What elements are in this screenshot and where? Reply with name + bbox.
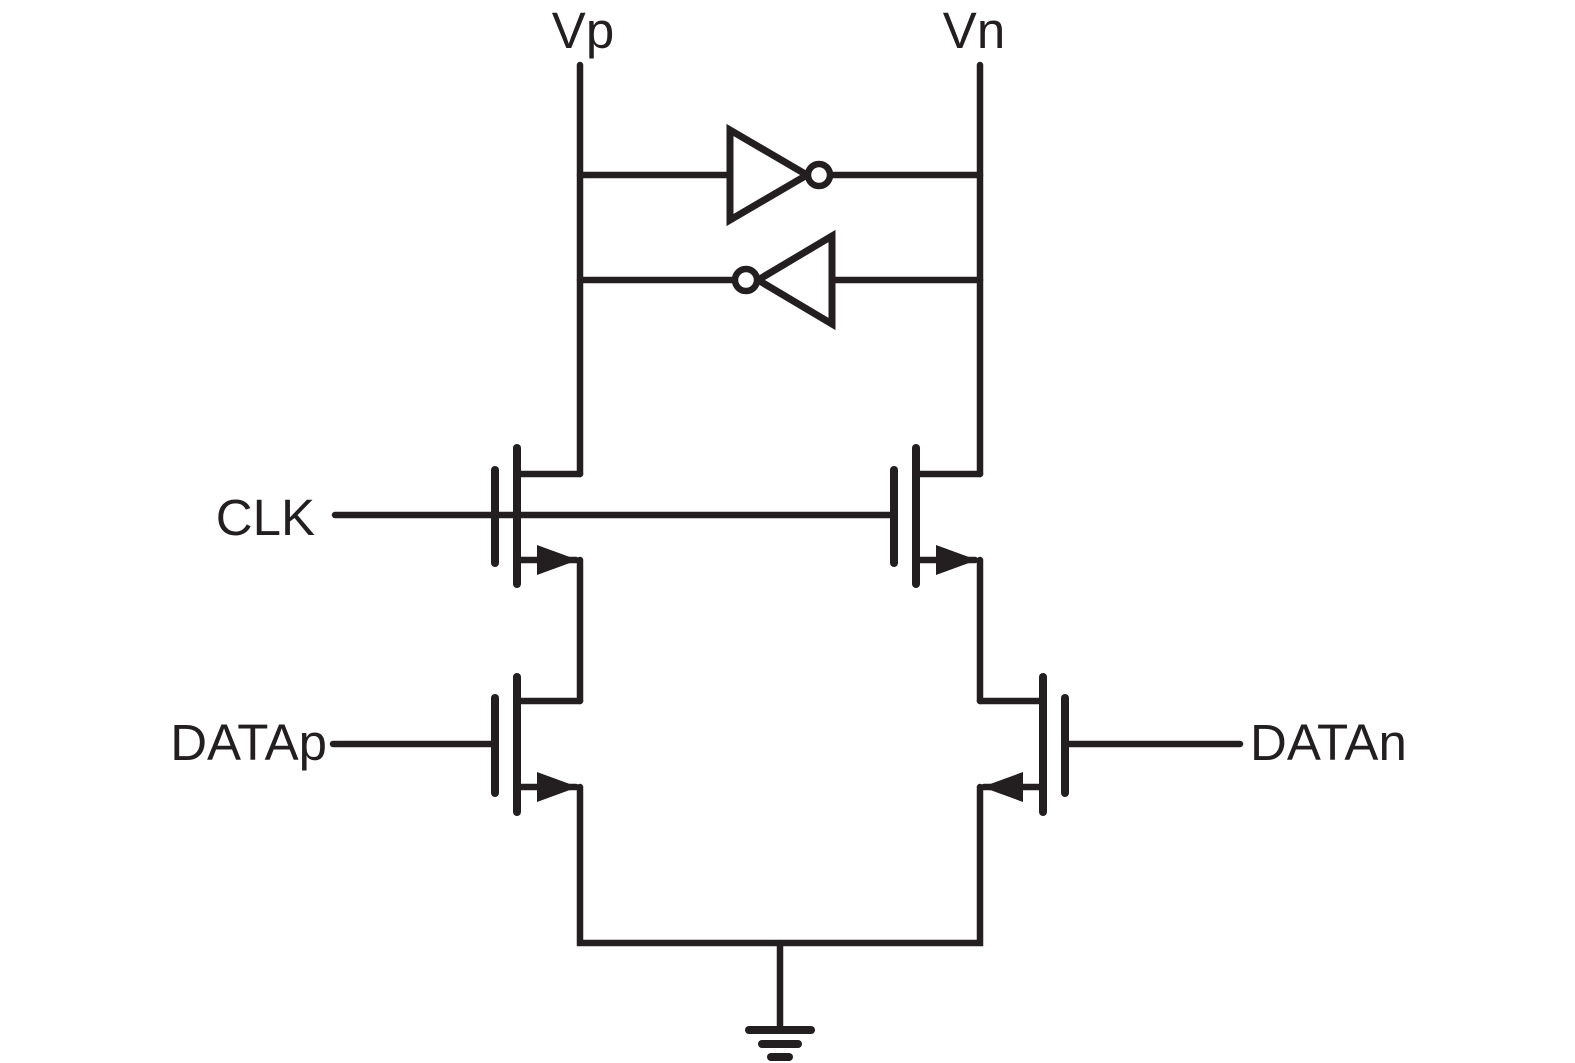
vn-label: Vn (943, 2, 1005, 59)
forward-inverter-bubble (804, 160, 834, 190)
source-arrow-icon (537, 772, 578, 802)
source-arrow-icon (982, 772, 1023, 802)
schematic-ink: Vp Vn CLK DATAp DATAn (170, 2, 1407, 1061)
data-nmos-right-icon (976, 673, 1244, 816)
vp-label: Vp (552, 2, 614, 59)
feedback-inverter-triangle (751, 229, 836, 331)
source-arrow-icon (537, 545, 578, 575)
source-arrow-icon (936, 545, 977, 575)
common-source-wire (576, 783, 984, 947)
forward-inverter-triangle (726, 123, 814, 227)
feedback-inverter-icon (576, 229, 984, 331)
feedback-inverter-bubble (731, 265, 761, 295)
clk-label: CLK (216, 489, 315, 546)
datap-label: DATAp (170, 714, 327, 771)
datan-label: DATAn (1250, 714, 1407, 771)
forward-inverter-icon (576, 123, 984, 227)
data-nmos-left-icon (329, 673, 584, 816)
clk-nmos-right-icon (890, 444, 984, 588)
clk-nmos-left-icon (491, 444, 584, 588)
ground-icon (745, 939, 815, 1061)
